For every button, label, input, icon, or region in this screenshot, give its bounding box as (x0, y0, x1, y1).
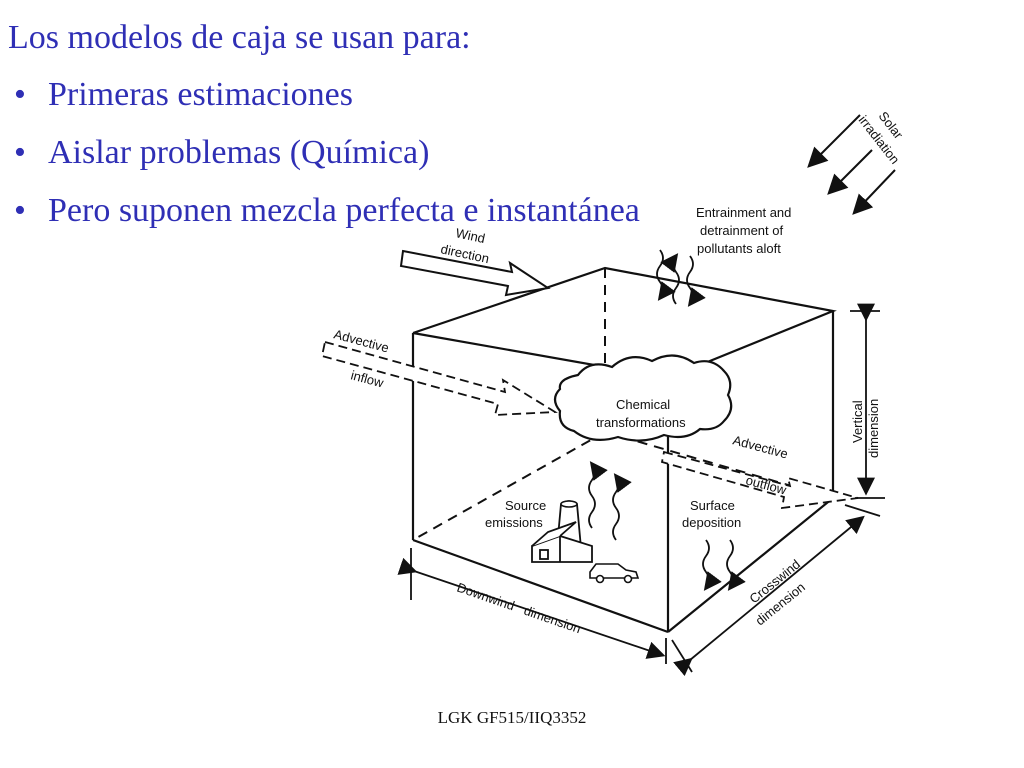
outflow-label: outflow (744, 472, 788, 497)
advective-out-label: Advective (731, 432, 789, 461)
chemical-label: Chemical (616, 397, 670, 412)
surface-deposition-arrows (702, 539, 746, 591)
factory-icon (531, 521, 593, 563)
crosswind-dimension-marker (671, 504, 881, 677)
downwind-dimension-label: Downwind dimension (455, 580, 583, 637)
downwind-dimension-marker (397, 548, 667, 664)
emissions-label: emissions (485, 515, 543, 530)
source-label: Source (505, 498, 546, 513)
bullet-list: • Primeras estimaciones • Aislar problemas… (8, 66, 1008, 240)
slide-footer: LGK GF515/IIQ3352 (437, 708, 587, 727)
entrainment-arrows (656, 249, 706, 307)
advective-inflow-arrow (320, 340, 558, 416)
vertical-label: Vertical (850, 400, 865, 443)
advective-outflow-arrow (660, 450, 859, 510)
vertical-dimension-label: dimension (866, 399, 881, 458)
deposition-label: deposition (682, 515, 741, 530)
bullet-item: • Aislar problemas (Química) (8, 124, 1008, 182)
solar-irradiation-arrows (807, 114, 896, 215)
entrainment-line-3: pollutants aloft (697, 241, 781, 256)
wind-label: Wind (454, 225, 486, 246)
surface-label: Surface (690, 498, 735, 513)
bullet-dot: • (14, 76, 26, 113)
vertical-dimension-marker (850, 303, 885, 499)
bullet-text: Aislar problemas (Química) (48, 134, 430, 171)
chemical-cloud (553, 354, 733, 442)
bullet-item: • Primeras estimaciones (8, 66, 1008, 124)
wind-direction-arrow (399, 249, 551, 297)
entrainment-line-1: Entrainment and (696, 205, 791, 220)
bullet-text: Primeras estimaciones (48, 76, 353, 113)
bullet-text: Pero suponen mezcla perfecta e instantán… (48, 192, 640, 229)
bullet-dot: • (14, 134, 26, 171)
bullet-item: • Pero suponen mezcla perfecta e instantá… (8, 182, 1008, 240)
transformations-label: transformations (596, 415, 686, 430)
source-emission-arrows (588, 461, 632, 541)
slide-title: Los modelos de caja se usan para: (8, 19, 471, 56)
entrainment-line-2: detrainment of (700, 223, 783, 238)
slide-content: Los modelos de caja se usan para: • Prime… (8, 10, 1008, 240)
bullet-dot: • (14, 192, 26, 229)
car-icon (589, 563, 640, 584)
